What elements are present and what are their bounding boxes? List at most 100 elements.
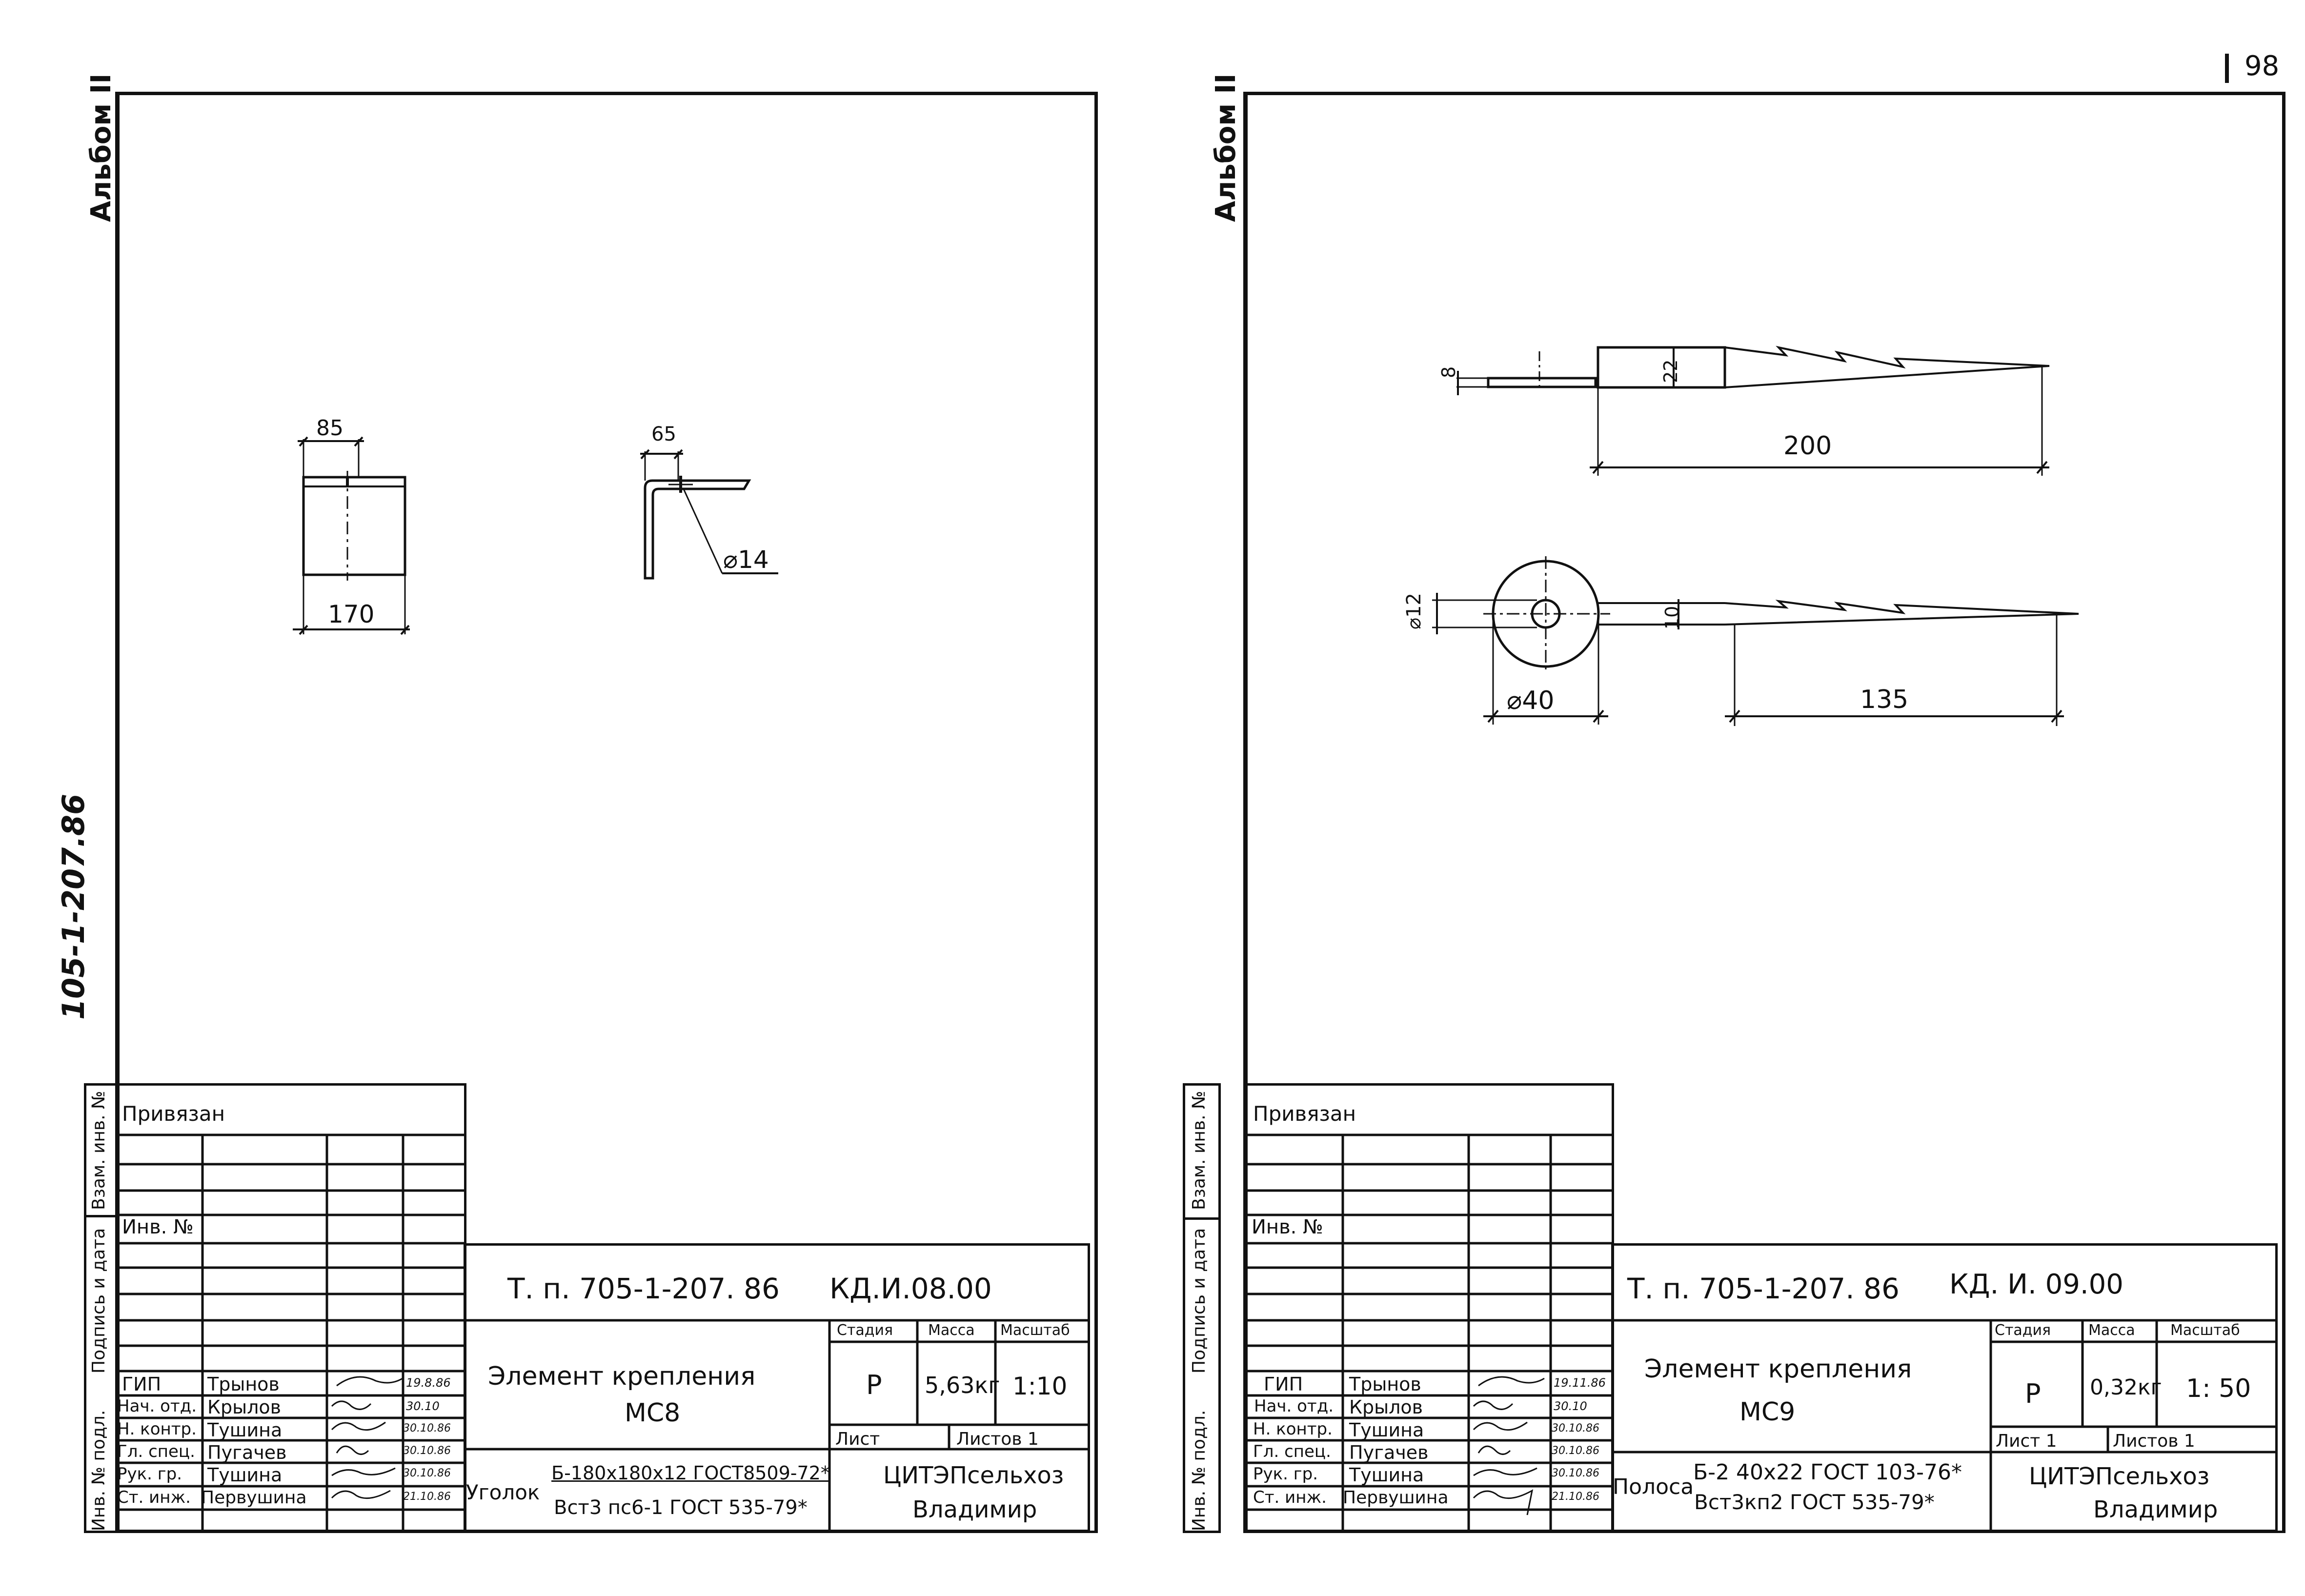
right-staff-date-3: 30.10.86 [1552, 1445, 1599, 1457]
left-scale-header: Масштаб [1000, 1322, 1070, 1339]
right-dim-phi40: ⌀40 [1507, 686, 1555, 715]
left-staff-role-2: Н. контр. [117, 1419, 197, 1439]
left-staff-name-4: Тушина [207, 1464, 283, 1486]
left-binding-label: Привязан [122, 1102, 225, 1126]
right-staff-role-1: Нач. отд. [1254, 1396, 1334, 1416]
left-staff-role-1: Нач. отд. [117, 1396, 197, 1416]
left-stage-value: Р [866, 1370, 882, 1400]
left-staff-date-2: 30.10.86 [403, 1422, 451, 1434]
left-stage-header: Стадия [837, 1322, 893, 1339]
right-stamp-inv: Инв. № подл. [1189, 1410, 1209, 1531]
right-staff-name-3: Пугачев [1349, 1442, 1429, 1463]
left-org-line2: Владимир [912, 1496, 1037, 1523]
left-dim-85: 85 [316, 416, 344, 441]
right-title-block [1611, 1243, 2278, 1532]
right-stamp-repl: Взам. инв. № [1189, 1091, 1209, 1210]
right-dim-phi12: ⌀12 [1403, 593, 1425, 629]
left-sheet-label: Лист [835, 1429, 880, 1449]
left-dim-170: 170 [328, 600, 375, 628]
right-staff-date-1: 30.10 [1554, 1399, 1587, 1413]
right-sheet-label: Лист 1 [1996, 1431, 2057, 1451]
left-staff-name-0: Трынов [207, 1374, 280, 1395]
margin-note: 105-1-207.86 [56, 793, 91, 1020]
left-mass-value: 5,63кг [925, 1372, 1000, 1398]
left-album-label: Альбом II [85, 73, 117, 222]
right-staff-name-1: Крылов [1349, 1396, 1423, 1418]
left-side-stamp-divider [84, 1215, 119, 1217]
right-sheets-label: Листов 1 [2113, 1431, 2195, 1451]
left-material-top: Б-180x180x12 ГОСТ8509-72* [551, 1462, 830, 1484]
right-staff-date-2: 30.10.86 [1552, 1422, 1599, 1434]
left-sheets-label: Листов 1 [956, 1429, 1039, 1449]
left-title-line1: Элемент крепления [488, 1362, 756, 1391]
left-scale-value: 1:10 [1012, 1372, 1068, 1400]
right-staff-date-0: 19.11.86 [1554, 1376, 1606, 1390]
right-staff-role-3: Гл. спец. [1253, 1442, 1331, 1461]
right-dim-200: 200 [1783, 431, 1832, 461]
right-staff-name-2: Тушина [1349, 1419, 1424, 1441]
left-staff-role-5: Ст. инж. [117, 1488, 191, 1507]
left-binding-inv: Инв. № [122, 1216, 194, 1238]
right-stage-header: Стадия [1995, 1322, 2051, 1339]
right-project-number: Т. п. 705-1-207. 86 [1627, 1272, 1900, 1305]
right-staff-name-4: Тушина [1349, 1464, 1424, 1486]
left-stamp-inv: Инв. № подл. [89, 1410, 109, 1531]
right-stage-value: Р [2025, 1378, 2041, 1409]
right-drawing-code: КД. И. 09.00 [1949, 1269, 2123, 1300]
right-org-line1: ЦИТЭПсельхоз [2029, 1463, 2210, 1490]
left-staff-role-3: Гл. спец. [117, 1442, 195, 1461]
left-staff-date-0: 19.8.86 [406, 1376, 451, 1390]
left-staff-date-1: 30.10 [406, 1399, 440, 1413]
right-binding-label: Привязан [1253, 1102, 1356, 1126]
left-title-block [464, 1243, 1090, 1532]
right-stamp-sign: Подпись и дата [1189, 1228, 1209, 1374]
right-title-line2: МС9 [1739, 1397, 1796, 1427]
left-stamp-sign: Подпись и дата [89, 1228, 109, 1374]
left-staff-date-3: 30.10.86 [403, 1445, 451, 1457]
right-staff-date-5: 21.10.86 [1552, 1491, 1599, 1503]
left-title-line2: МС8 [625, 1398, 681, 1428]
right-staff-role-0: ГИП [1264, 1374, 1303, 1395]
left-dim-phi14: ⌀14 [723, 545, 769, 574]
right-binding-inv: Инв. № [1252, 1216, 1323, 1238]
right-org-line2: Владимир [2093, 1496, 2218, 1523]
left-material-bottom: Вст3 пс6-1 ГОСТ 535-79* [554, 1496, 808, 1519]
left-staff-name-1: Крылов [207, 1396, 282, 1418]
right-dim-22: 22 [1660, 359, 1681, 383]
left-staff-name-3: Пугачев [207, 1442, 287, 1463]
right-dim-135: 135 [1860, 685, 1909, 714]
left-drawing-code: КД.И.08.00 [829, 1272, 992, 1305]
left-stamp-repl: Взам. инв. № [89, 1091, 109, 1210]
left-side-stamp [84, 1083, 119, 1533]
right-staff-name-5: Первушина [1343, 1488, 1449, 1508]
page-number: 98 [2244, 50, 2280, 82]
right-mass-value: 0,32кг [2090, 1375, 2162, 1400]
right-title-line1: Элемент крепления [1644, 1354, 1912, 1384]
left-dim-65: 65 [651, 423, 676, 445]
right-scale-value: 1: 50 [2186, 1374, 2251, 1403]
page-number-divider [2225, 54, 2229, 83]
right-material-prefix: Полоса [1613, 1475, 1694, 1499]
right-dim-10: 10 [1661, 606, 1683, 629]
right-staff-name-0: Трынов [1349, 1374, 1421, 1395]
left-staff-name-2: Тушина [207, 1419, 283, 1441]
right-dim-8: 8 [1438, 366, 1459, 378]
left-staff-date-5: 21.10.86 [403, 1491, 451, 1503]
right-staff-role-4: Рук. гр. [1253, 1464, 1318, 1484]
right-staff-date-4: 30.10.86 [1552, 1467, 1599, 1479]
right-scale-header: Масштаб [2170, 1322, 2240, 1339]
right-staff-role-5: Ст. инж. [1253, 1488, 1327, 1507]
left-staff-role-0: ГИП [122, 1374, 162, 1395]
right-side-stamp-divider [1183, 1217, 1221, 1220]
left-staff-name-5: Первушина [201, 1488, 307, 1508]
left-project-number: Т. п. 705-1-207. 86 [507, 1272, 780, 1305]
left-material-prefix: Уголок [466, 1480, 540, 1504]
right-staff-role-2: Н. контр. [1253, 1419, 1333, 1439]
right-side-stamp [1183, 1083, 1221, 1533]
left-staff-role-4: Рук. гр. [117, 1464, 182, 1484]
right-mass-header: Масса [2088, 1322, 2135, 1339]
left-org-line1: ЦИТЭПсельхоз [883, 1462, 1064, 1489]
left-mass-header: Масса [928, 1322, 975, 1339]
left-staff-date-4: 30.10.86 [403, 1467, 451, 1479]
right-album-label: Альбом II [1210, 73, 1242, 222]
